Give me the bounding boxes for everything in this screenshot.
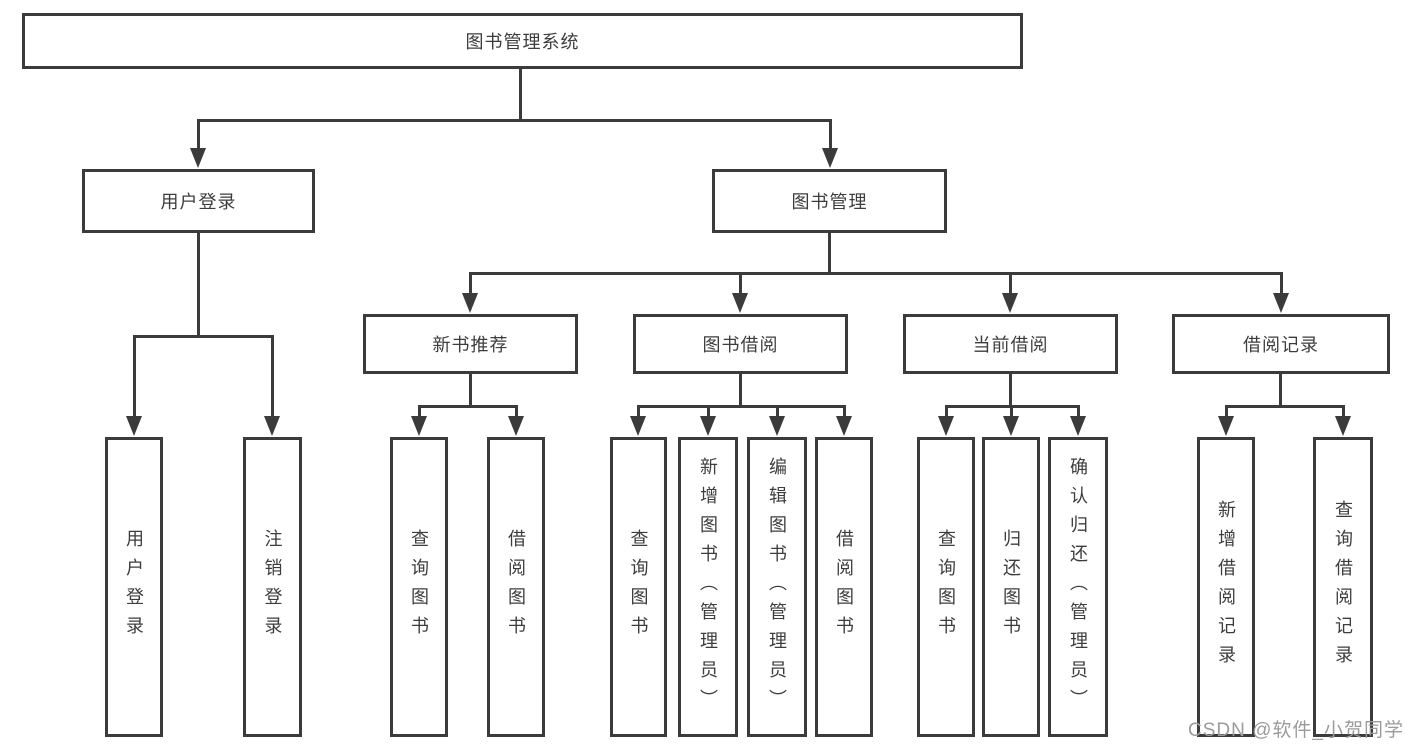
connector-user-login-branch (133, 335, 274, 338)
arrow-to-book-borrowing (732, 272, 748, 313)
leaf-bb-borrow-books-label: 借阅图书 (834, 529, 854, 645)
connector-borrowing-records-stem (1279, 374, 1282, 405)
node-user-login-label: 用户登录 (160, 192, 237, 212)
leaf-cb-query-books-label: 查询图书 (936, 529, 956, 645)
node-borrowing-records: 借阅记录 (1172, 314, 1390, 374)
watermark-text: CSDN @软件_小贺同学 (1188, 720, 1404, 741)
leaf-bb-query-books: 查询图书 (610, 437, 667, 737)
arrow-bb-borrow-books (836, 405, 852, 436)
leaf-cb-confirm-return: 确认归还（管理员） (1048, 437, 1108, 737)
leaf-cb-return-books: 归还图书 (982, 437, 1040, 737)
leaf-nbr-borrow-books: 借阅图书 (487, 437, 545, 737)
connector-book-management-branch (469, 272, 1282, 275)
connector-book-management-stem (828, 233, 831, 272)
node-borrowing-records-label: 借阅记录 (1243, 335, 1319, 355)
node-root-label: 图书管理系统 (465, 32, 580, 52)
leaf-nbr-query-books: 查询图书 (390, 437, 448, 737)
node-book-borrowing-label: 图书借阅 (702, 335, 779, 355)
leaf-nbr-borrow-books-label: 借阅图书 (506, 529, 526, 645)
connector-borrowing-records-branch (1225, 405, 1344, 408)
leaf-cb-query-books: 查询图书 (917, 437, 975, 737)
node-root: 图书管理系统 (22, 13, 1023, 69)
arrow-to-book-management (822, 119, 838, 168)
leaf-user-login: 用户登录 (105, 437, 163, 737)
leaf-nbr-query-books-label: 查询图书 (409, 529, 429, 645)
arrow-bb-add-books (700, 405, 716, 436)
node-current-borrowing-label: 当前借阅 (972, 335, 1049, 355)
node-new-book-recommend: 新书推荐 (363, 314, 578, 374)
node-current-borrowing: 当前借阅 (903, 314, 1118, 374)
connector-root-stem (519, 68, 522, 119)
connector-root-branch (197, 119, 831, 122)
connector-user-login-stem (197, 233, 200, 335)
arrow-cb-confirm-return (1070, 405, 1086, 436)
leaf-bb-edit-books-label: 编辑图书（管理员） (767, 456, 787, 718)
arrow-cb-query-books (938, 405, 954, 436)
arrow-to-current-borrowing (1002, 272, 1018, 313)
node-user-login: 用户登录 (82, 169, 315, 233)
connector-new-book-recommend-branch (418, 405, 517, 408)
leaf-logout-label: 注销登录 (262, 529, 283, 645)
arrow-nbr-borrow-books (508, 405, 524, 436)
connector-book-borrowing-stem (739, 374, 742, 405)
arrow-to-borrowing-records (1273, 272, 1289, 313)
connector-current-borrowing-stem (1009, 374, 1012, 405)
arrow-to-leaf-logout (264, 335, 280, 436)
leaf-logout: 注销登录 (243, 437, 302, 737)
leaf-br-query-record-label: 查询借阅记录 (1333, 500, 1353, 674)
leaf-bb-borrow-books: 借阅图书 (815, 437, 873, 737)
arrow-bb-edit-books (769, 405, 785, 436)
leaf-user-login-label: 用户登录 (124, 529, 144, 645)
leaf-br-query-record: 查询借阅记录 (1313, 437, 1373, 737)
node-book-borrowing: 图书借阅 (633, 314, 848, 374)
connector-book-borrowing-branch (637, 405, 845, 408)
node-new-book-recommend-label: 新书推荐 (432, 335, 509, 355)
leaf-br-add-record-label: 新增借阅记录 (1216, 500, 1236, 674)
leaf-br-add-record: 新增借阅记录 (1197, 437, 1255, 737)
leaf-bb-add-books-label: 新增图书（管理员） (698, 456, 718, 718)
leaf-cb-confirm-return-label: 确认归还（管理员） (1068, 456, 1088, 718)
arrow-to-user-login (190, 119, 206, 168)
leaf-bb-add-books: 新增图书（管理员） (678, 437, 738, 737)
arrow-cb-return-books (1003, 405, 1019, 436)
arrow-to-new-book-recommend (462, 272, 478, 313)
node-book-management-label: 图书管理 (791, 192, 868, 212)
leaf-bb-edit-books: 编辑图书（管理员） (747, 437, 807, 737)
connector-new-book-recommend-stem (469, 374, 472, 405)
leaf-bb-query-books-label: 查询图书 (628, 529, 649, 645)
arrow-br-query-record (1335, 405, 1351, 436)
leaf-cb-return-books-label: 归还图书 (1001, 529, 1021, 645)
arrow-nbr-query-books (411, 405, 427, 436)
arrow-bb-query-books (630, 405, 646, 436)
arrow-to-leaf-user-login (126, 335, 142, 436)
arrow-br-add-record (1218, 405, 1234, 436)
node-book-management: 图书管理 (712, 169, 947, 233)
